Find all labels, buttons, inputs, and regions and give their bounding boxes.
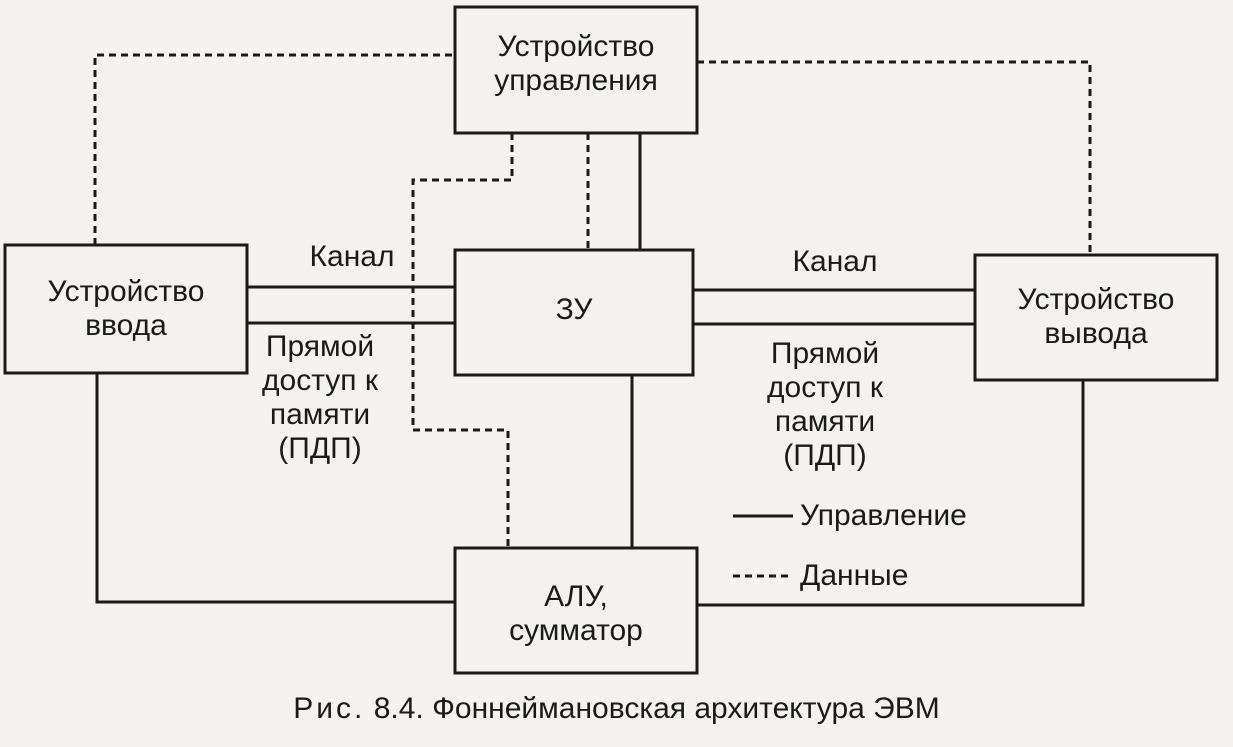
input-device-box <box>3 243 249 375</box>
legend-control-label: Управление <box>800 499 967 532</box>
data-line-control-alu <box>411 133 514 548</box>
dma-label-left: Прямой доступ к памяти (ПДП) <box>262 330 378 465</box>
legend-data-label: Данные <box>800 559 909 592</box>
control-unit-label: Устройство управления <box>494 30 658 97</box>
alu-label: АЛУ, сумматор <box>509 580 643 647</box>
channel-label-right: Канал <box>792 245 878 278</box>
caption-lead: Рис. <box>293 692 366 725</box>
data-line-input-control <box>93 53 457 245</box>
memory-label: ЗУ <box>555 293 593 326</box>
control-line-alu-output <box>697 380 1085 607</box>
input-device-label: Устройство ввода <box>47 275 205 342</box>
memory-box <box>453 248 695 377</box>
control-unit-box <box>453 5 699 135</box>
output-device-label: Устройство вывода <box>1017 283 1175 350</box>
alu-box <box>453 546 699 675</box>
control-line-input-alu <box>95 373 457 604</box>
channel-label-left: Канал <box>309 240 395 273</box>
output-device-box <box>973 253 1219 382</box>
caption-text: 8.4. Фоннеймановская архитектура ЭВМ <box>373 692 940 725</box>
dma-label-right: Прямой доступ к памяти (ПДП) <box>767 337 883 472</box>
figure-caption: Рис. 8.4. Фоннеймановская архитектура ЭВ… <box>0 692 1233 726</box>
data-line-output-control <box>697 60 1092 255</box>
